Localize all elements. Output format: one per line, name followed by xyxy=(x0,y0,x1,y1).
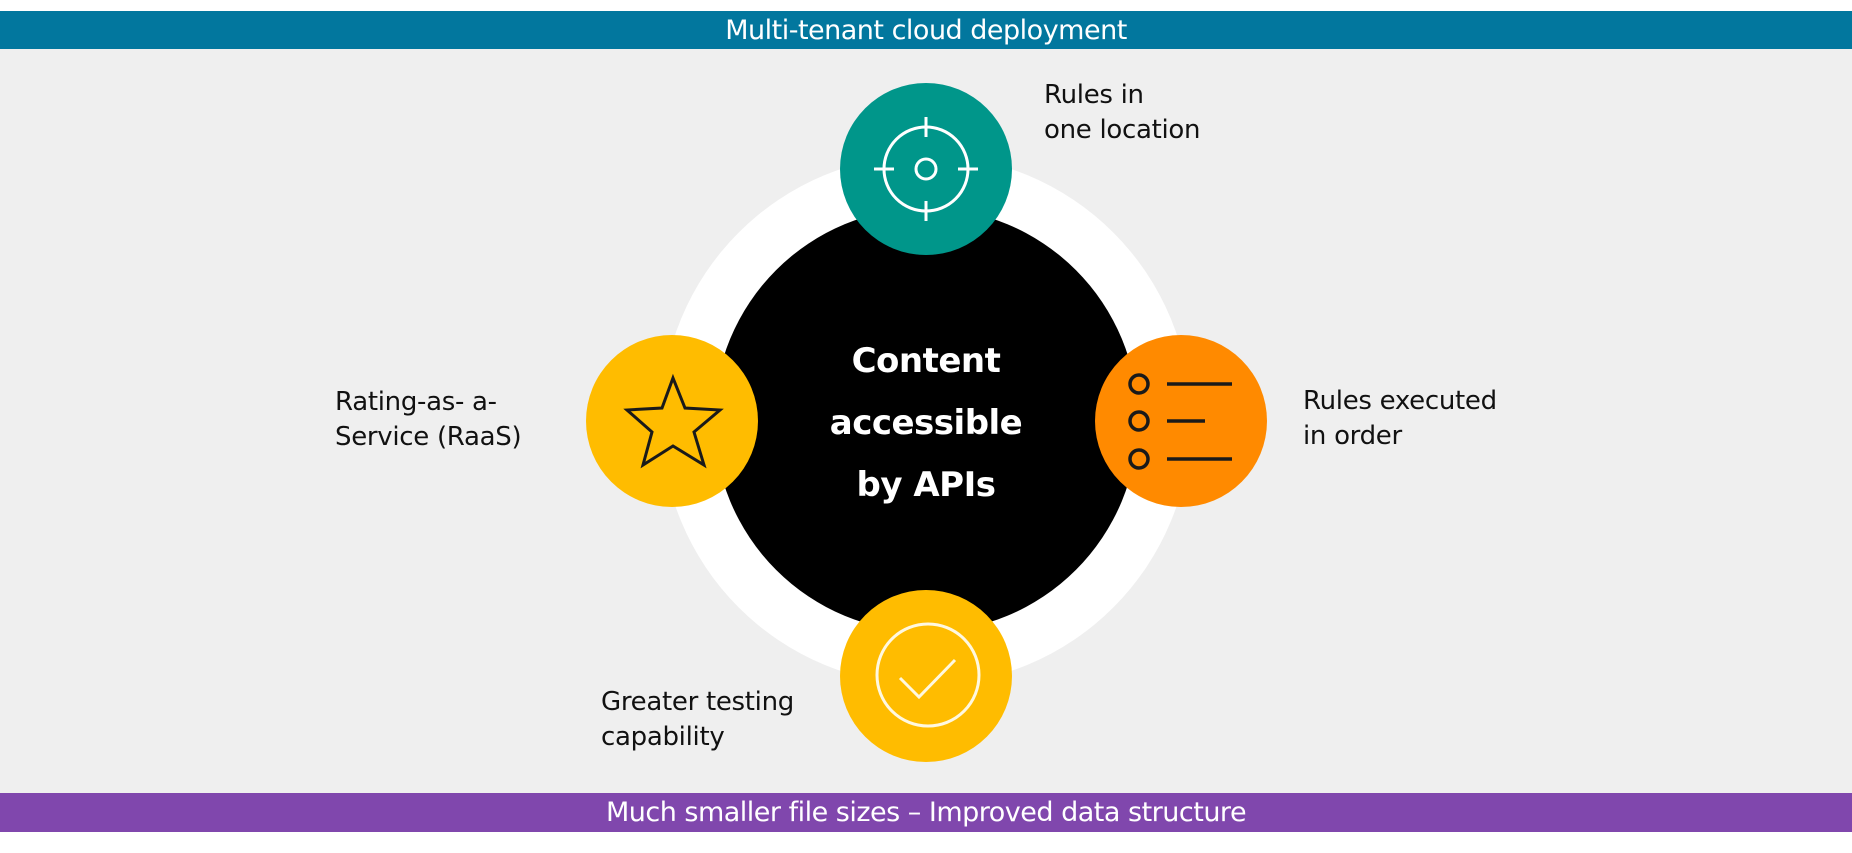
node-top xyxy=(840,83,1012,255)
star-icon xyxy=(623,373,724,469)
node-left-circle xyxy=(586,335,758,507)
hub-circle xyxy=(714,208,1138,632)
node-top-circle xyxy=(840,83,1012,255)
hub-label: Content accessible by APIs xyxy=(776,330,1076,516)
node-bottom xyxy=(840,590,1012,762)
label-line: in order xyxy=(1303,421,1402,451)
header-title: Multi-tenant cloud deployment xyxy=(725,14,1127,46)
hub-label-line: Content xyxy=(851,341,1001,381)
label-line: Service (RaaS) xyxy=(335,422,522,452)
label-line: Rules in xyxy=(1044,80,1144,110)
node-right-label: Rules executed in order xyxy=(1303,384,1497,454)
footer-banner: Much smaller file sizes – Improved data … xyxy=(0,793,1852,832)
header-banner: Multi-tenant cloud deployment xyxy=(0,11,1852,49)
label-line: one location xyxy=(1044,115,1201,145)
hub-label-line: by APIs xyxy=(856,465,996,505)
node-left xyxy=(586,335,758,507)
node-bottom-label: Greater testing capability xyxy=(601,685,794,755)
label-line: Greater testing xyxy=(601,687,794,717)
label-line: capability xyxy=(601,722,725,752)
footer-title: Much smaller file sizes – Improved data … xyxy=(605,797,1247,828)
checkmark-circle-icon xyxy=(875,622,981,728)
hub-label-line: accessible xyxy=(829,403,1023,443)
label-line: Rating-as- a- xyxy=(335,387,497,417)
target-icon xyxy=(874,117,978,221)
node-right xyxy=(1095,335,1267,507)
label-line: Rules executed xyxy=(1303,386,1497,416)
node-top-label: Rules in one location xyxy=(1044,78,1201,148)
ordered-list-icon xyxy=(1128,373,1232,470)
node-bottom-circle xyxy=(840,590,1012,762)
node-left-label: Rating-as- a- Service (RaaS) xyxy=(335,385,522,455)
